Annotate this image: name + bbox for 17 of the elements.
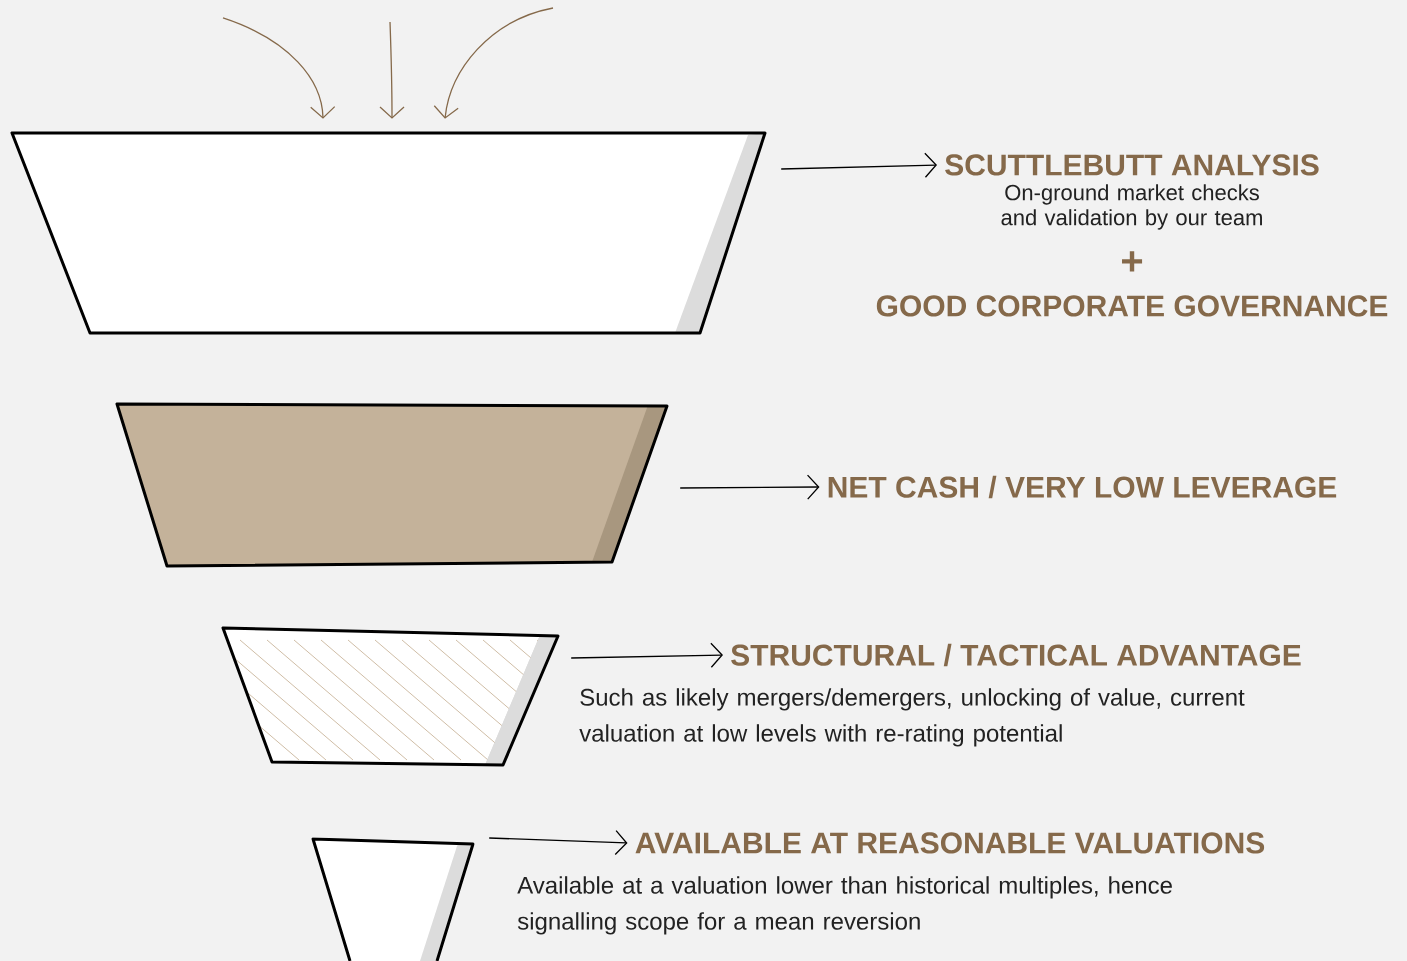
heading: NET CASH / VERY LOW LEVERAGE bbox=[828, 475, 1337, 499]
arrow bbox=[488, 829, 628, 856]
arrow bbox=[433, 7, 554, 119]
arrow bbox=[379, 21, 405, 119]
description-text: On-ground market checks and validation by our team bbox=[1001, 184, 1262, 230]
funnel-layer bbox=[10, 131, 767, 335]
plus-sign: + bbox=[1122, 251, 1143, 272]
funnel-layer bbox=[311, 837, 475, 961]
heading: SCUTTLEBUTT ANALYSIS bbox=[945, 154, 1319, 176]
funnel-layer bbox=[115, 402, 669, 568]
arrow bbox=[570, 642, 723, 668]
arrow bbox=[780, 152, 938, 178]
heading: STRUCTURAL / TACTICAL ADVANTAGE bbox=[731, 643, 1301, 667]
funnel-layer bbox=[221, 626, 560, 767]
arrow bbox=[222, 17, 336, 119]
heading: AVAILABLE AT REASONABLE VALUATIONS bbox=[635, 832, 1265, 854]
arrow bbox=[679, 474, 820, 500]
